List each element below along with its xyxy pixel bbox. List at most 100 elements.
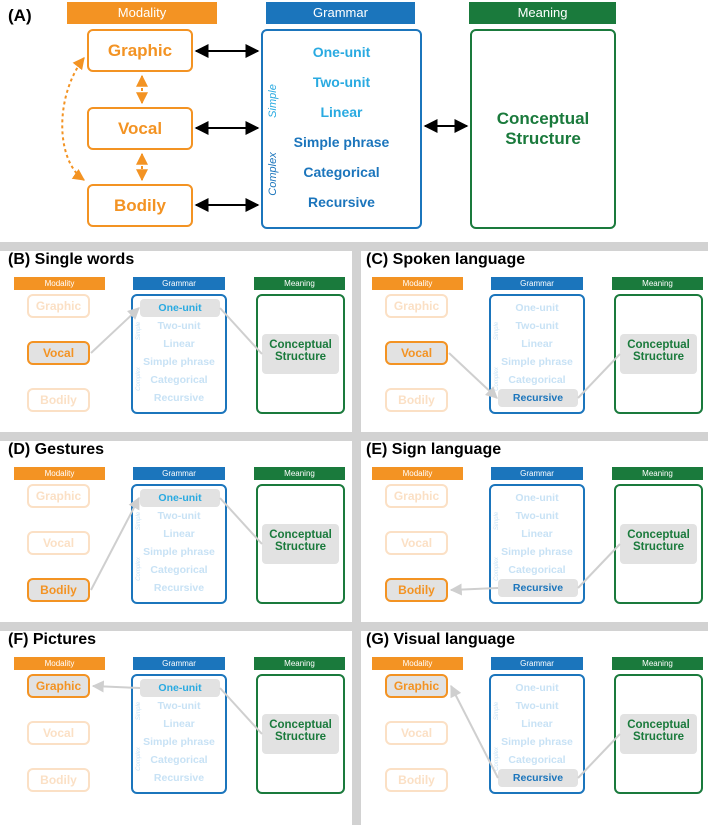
header-modality: Modality [14, 277, 105, 290]
modality-graphic: Graphic [385, 294, 448, 318]
grammar-item-recursive: Recursive [498, 389, 578, 407]
grammar-item-categorical: Categorical [150, 754, 208, 766]
modality-vocal: Vocal [27, 531, 90, 555]
grammar-item-linear: Linear [521, 528, 553, 540]
grammar-item: Categorical [303, 164, 380, 180]
grammar-item-one-unit: One-unit [515, 682, 559, 694]
grammar-item-two-unit: Two-unit [515, 700, 559, 712]
header-grammar: Grammar [491, 467, 583, 480]
meaning-line-1: Conceptual [627, 339, 690, 351]
grammar-item-simple-phrase: Simple phrase [143, 356, 215, 368]
meaning-line-2: Structure [632, 541, 685, 553]
header-meaning: Meaning [612, 467, 703, 480]
meaning-line-1: Conceptual [627, 529, 690, 541]
header-modality: Modality [372, 657, 463, 670]
grammar-item-two-unit: Two-unit [515, 320, 559, 332]
modality-bodily: Bodily [385, 388, 448, 412]
header-grammar: Grammar [133, 467, 225, 480]
modality-vocal: Vocal [385, 531, 448, 555]
header-meaning: Meaning [254, 657, 345, 670]
header-grammar: Grammar [133, 277, 225, 290]
divider-vertical [352, 250, 361, 825]
modality-bodily: Bodily [87, 184, 193, 227]
grammar-item-two-unit: Two-unit [157, 700, 201, 712]
header-modality: Modality [372, 277, 463, 290]
modality-graphic: Graphic [27, 294, 90, 318]
meaning-line-1: Conceptual [269, 339, 332, 351]
header-modality: Modality [372, 467, 463, 480]
modality-vocal: Vocal [27, 341, 90, 365]
grammar-item-two-unit: Two-unit [157, 320, 201, 332]
grammar-item-linear: Linear [163, 528, 195, 540]
meaning-box: Conceptual Structure [470, 29, 616, 229]
panel-label: (C) Spoken language [366, 251, 526, 268]
modality-vocal: Vocal [27, 721, 90, 745]
divider-horizontal [0, 622, 708, 631]
grammar-item-linear: Linear [521, 718, 553, 730]
header-meaning: Meaning [254, 467, 345, 480]
panel-a-label: (A) [8, 6, 32, 25]
panel-label: (G) Visual language [366, 631, 516, 648]
grammar-item: One-unit [312, 44, 371, 60]
grammar-item-one-unit: One-unit [515, 492, 559, 504]
meaning-line-2: Structure [274, 541, 327, 553]
meaning-line-2: Structure [274, 731, 327, 743]
modality-vocal: Vocal [385, 341, 448, 365]
header-meaning: Meaning [612, 277, 703, 290]
modality-graphic: Graphic [385, 484, 448, 508]
grammar-item-two-unit: Two-unit [515, 510, 559, 522]
grammar-item-recursive: Recursive [498, 579, 578, 597]
meaning-line-2: Structure [632, 731, 685, 743]
meaning-line-2: Structure [274, 351, 327, 363]
meaning-line-1: Conceptual [269, 529, 332, 541]
grammar-item-categorical: Categorical [508, 374, 566, 386]
grammar-item-simple-phrase: Simple phrase [143, 546, 215, 558]
grammar-item-categorical: Categorical [150, 374, 208, 386]
grammar-item-simple-phrase: Simple phrase [501, 736, 573, 748]
header-grammar: Grammar [133, 657, 225, 670]
grammar-item-one-unit: One-unit [140, 489, 220, 507]
grammar-item-linear: Linear [521, 338, 553, 350]
grammar-item: Simple phrase [293, 134, 390, 150]
grammar-item-recursive: Recursive [498, 769, 578, 787]
divider-horizontal [0, 242, 708, 251]
grammar-item: Linear [320, 104, 363, 120]
grammar-item-one-unit: One-unit [140, 679, 220, 697]
grammar-item-recursive: Recursive [153, 392, 205, 404]
grammar-item: Recursive [308, 194, 375, 210]
divider-horizontal [0, 432, 708, 441]
header-grammar: Grammar [491, 657, 583, 670]
panel-label: (D) Gestures [8, 441, 105, 458]
grammar-item-simple-phrase: Simple phrase [501, 546, 573, 558]
grammar-item-simple-phrase: Simple phrase [143, 736, 215, 748]
header-meaning: Meaning [254, 277, 345, 290]
panel-label: (E) Sign language [366, 441, 502, 458]
grammar-item-one-unit: One-unit [140, 299, 220, 317]
grammar-item-recursive: Recursive [153, 582, 205, 594]
panel-label: (F) Pictures [8, 631, 97, 648]
grammar-item-categorical: Categorical [150, 564, 208, 576]
meaning-line-1: Conceptual [269, 719, 332, 731]
header-modality: Modality [67, 2, 217, 24]
grammar-box: Simple Complex One-unit Two-unit Linear … [261, 29, 422, 229]
grammar-item-one-unit: One-unit [515, 302, 559, 314]
modality-bodily: Bodily [27, 388, 90, 412]
modality-graphic: Graphic [27, 484, 90, 508]
